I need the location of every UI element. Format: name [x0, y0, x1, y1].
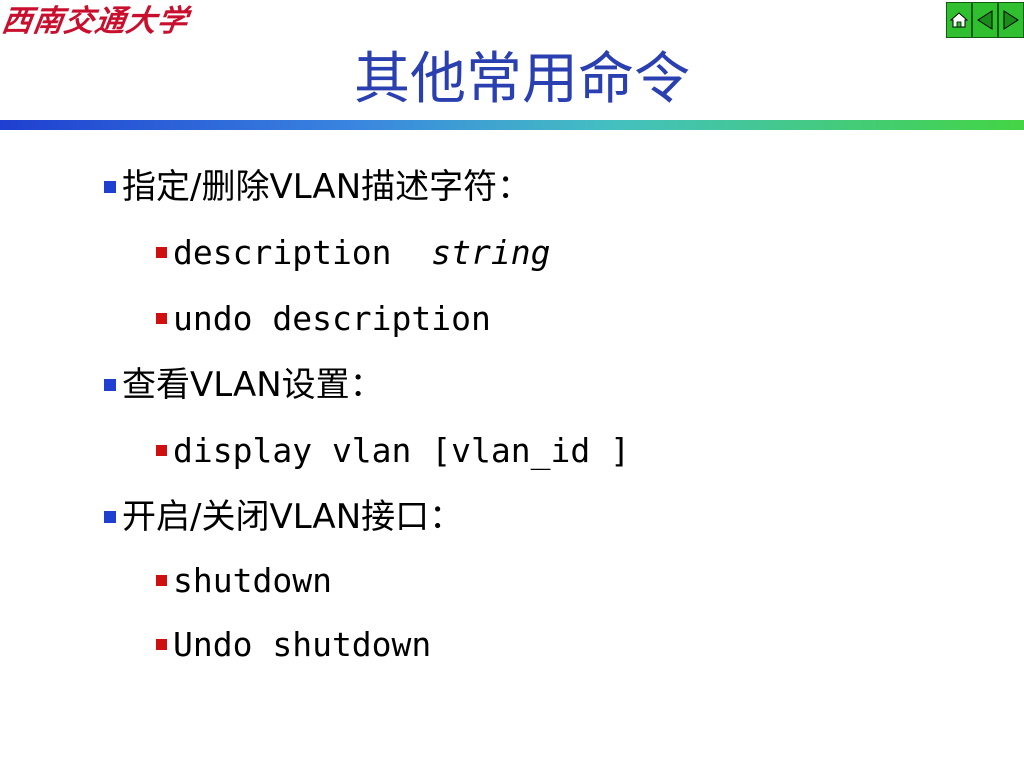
square-bullet-icon — [156, 639, 167, 650]
home-icon — [950, 12, 968, 28]
slide-title: 其他常用命令 — [354, 47, 690, 112]
square-bullet-icon — [104, 180, 116, 193]
square-bullet-icon — [156, 445, 167, 456]
bullet-item-vlan-interface: 开启/关闭VLAN接口： — [104, 494, 463, 540]
command-text: display vlan [vlan_id ] — [173, 431, 630, 470]
square-bullet-icon — [104, 378, 116, 391]
square-bullet-icon — [104, 510, 116, 523]
sub-item-display-vlan: display vlan [vlan_id ] — [156, 428, 630, 474]
item-text: 开启/关闭VLAN接口： — [122, 497, 464, 537]
bullet-item-vlan-description: 指定/删除VLAN描述字符： — [104, 164, 531, 210]
square-bullet-icon — [156, 313, 167, 324]
command-text: undo description — [173, 299, 491, 338]
previous-slide-button[interactable] — [972, 2, 998, 38]
title-divider — [0, 120, 1024, 130]
bullet-item-view-vlan: 查看VLAN设置： — [104, 362, 384, 408]
command-text: shutdown — [173, 561, 332, 600]
triangle-left-icon — [977, 10, 993, 30]
sub-item-shutdown: shutdown — [156, 558, 332, 604]
sub-item-description-command: description string — [156, 230, 551, 276]
triangle-right-icon — [1003, 10, 1019, 30]
home-button[interactable] — [946, 2, 972, 38]
sub-item-undo-shutdown: Undo shutdown — [156, 622, 431, 668]
command-text: Undo shutdown — [173, 625, 432, 664]
sub-item-undo-description: undo description — [156, 296, 491, 342]
command-text: description — [173, 233, 392, 272]
item-text: 查看VLAN设置： — [122, 365, 384, 405]
square-bullet-icon — [156, 247, 167, 258]
square-bullet-icon — [156, 575, 167, 586]
item-text: 指定/删除VLAN描述字符： — [122, 167, 532, 207]
command-argument: string — [431, 233, 551, 272]
slide-navigation — [946, 2, 1024, 38]
